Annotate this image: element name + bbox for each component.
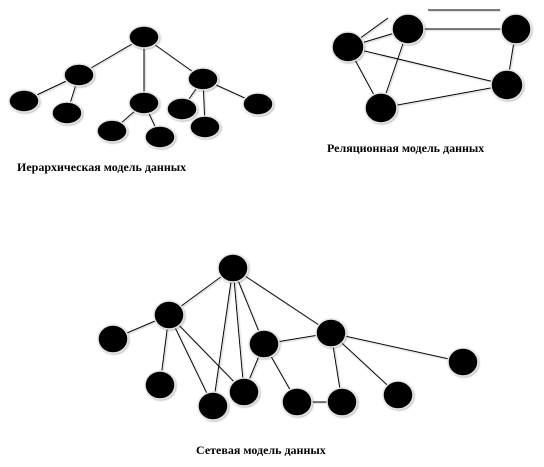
node bbox=[281, 387, 313, 417]
node bbox=[217, 253, 249, 283]
edge bbox=[232, 267, 332, 334]
node bbox=[128, 91, 160, 115]
relational-edges bbox=[347, 9, 517, 109]
node bbox=[51, 101, 83, 125]
node bbox=[490, 69, 524, 101]
node bbox=[364, 92, 398, 124]
node bbox=[63, 63, 95, 87]
edge bbox=[380, 84, 508, 109]
hierarchical-caption: Иерархическая модель данных bbox=[17, 160, 186, 174]
hierarchical-model bbox=[8, 25, 274, 149]
node bbox=[242, 92, 274, 116]
node bbox=[331, 31, 365, 63]
node bbox=[128, 25, 160, 49]
edge bbox=[168, 314, 245, 393]
node bbox=[315, 318, 347, 348]
node bbox=[144, 125, 176, 149]
node bbox=[326, 387, 358, 417]
edge bbox=[347, 46, 508, 86]
relational-nodes bbox=[331, 13, 532, 124]
network-model bbox=[97, 253, 479, 421]
edge bbox=[232, 267, 245, 393]
node bbox=[153, 300, 185, 330]
node bbox=[248, 329, 280, 359]
hierarchical-nodes bbox=[8, 25, 274, 149]
edge bbox=[330, 332, 464, 363]
node bbox=[144, 370, 176, 400]
node bbox=[447, 347, 479, 377]
node bbox=[97, 324, 129, 354]
relational-caption: Реляционная модель данных bbox=[327, 141, 484, 155]
node bbox=[187, 67, 219, 91]
node bbox=[228, 377, 260, 407]
relational-model bbox=[331, 9, 532, 124]
edge bbox=[168, 314, 214, 407]
node bbox=[8, 89, 40, 113]
node bbox=[166, 97, 198, 121]
node bbox=[96, 119, 128, 143]
node bbox=[382, 380, 414, 410]
node bbox=[197, 391, 229, 421]
node bbox=[189, 115, 221, 139]
network-nodes bbox=[97, 253, 479, 421]
node bbox=[391, 13, 425, 45]
network-caption: Сетевая модель данных bbox=[196, 443, 326, 457]
node bbox=[500, 13, 532, 45]
edge bbox=[212, 267, 234, 407]
